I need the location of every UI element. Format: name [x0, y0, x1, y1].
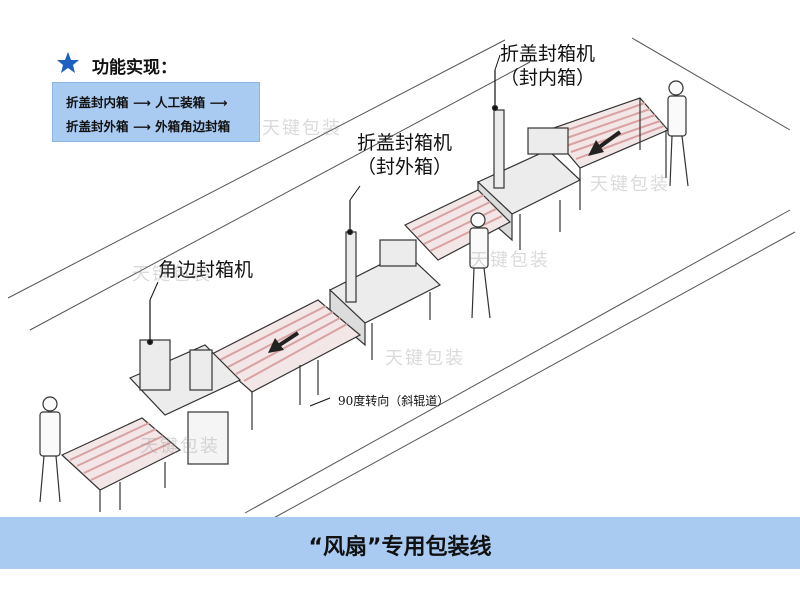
watermark: 天键包装 — [590, 174, 670, 195]
watermark: 天键包装 — [470, 250, 550, 271]
conveyor-diagonal — [208, 299, 362, 430]
footer-banner: “风扇”专用包装线 — [0, 517, 800, 569]
outer-case-sealer — [328, 200, 442, 360]
corner-sealer-label-line1: 角边封箱机 — [158, 259, 254, 281]
floor-outline — [7, 37, 796, 521]
inner-sealer-label-line2: （封内箱） — [500, 67, 596, 89]
outer-sealer-label-line2: （封外箱） — [357, 156, 453, 178]
flow-arrow-right — [588, 130, 622, 156]
watermark: 天键包装 — [385, 348, 465, 369]
star-icon — [57, 52, 79, 73]
turn-note-label: 90度转向（斜辊道） — [338, 394, 450, 408]
worker-right — [667, 80, 689, 187]
legend-line-1: 折盖封内箱 ⟶ 人工装箱 ⟶ — [66, 95, 228, 110]
corner-sealer-label: 角边封箱机 — [158, 258, 253, 282]
outer-sealer-label: 折盖封箱机 （封外箱） — [357, 131, 452, 179]
legend-title: 功能实现： — [92, 58, 177, 78]
conveyor-left — [60, 417, 182, 512]
watermark: 天键包装 — [262, 118, 342, 139]
flow-arrow-left — [268, 331, 300, 353]
outer-sealer-label-line1: 折盖封箱机 — [357, 132, 453, 154]
watermark: 天键包装 — [132, 264, 212, 285]
watermark: 天键包装 — [140, 436, 220, 457]
callout-leaders — [149, 54, 501, 407]
legend-line-2: 折盖封外箱 ⟶ 外箱角边封箱 — [66, 119, 231, 134]
worker-left — [39, 396, 61, 503]
conveyor-middle — [404, 189, 511, 261]
corner-case-sealer — [128, 300, 242, 465]
inner-sealer-label: 折盖封箱机 （封内箱） — [500, 42, 595, 90]
page-title: “风扇”专用包装线 — [308, 535, 492, 560]
legend-box: 折盖封内箱 ⟶ 人工装箱 ⟶ 折盖封外箱 ⟶ 外箱角边封箱 — [52, 82, 260, 142]
worker-middle — [469, 212, 491, 319]
inner-sealer-label-line1: 折盖封箱机 — [500, 43, 596, 65]
